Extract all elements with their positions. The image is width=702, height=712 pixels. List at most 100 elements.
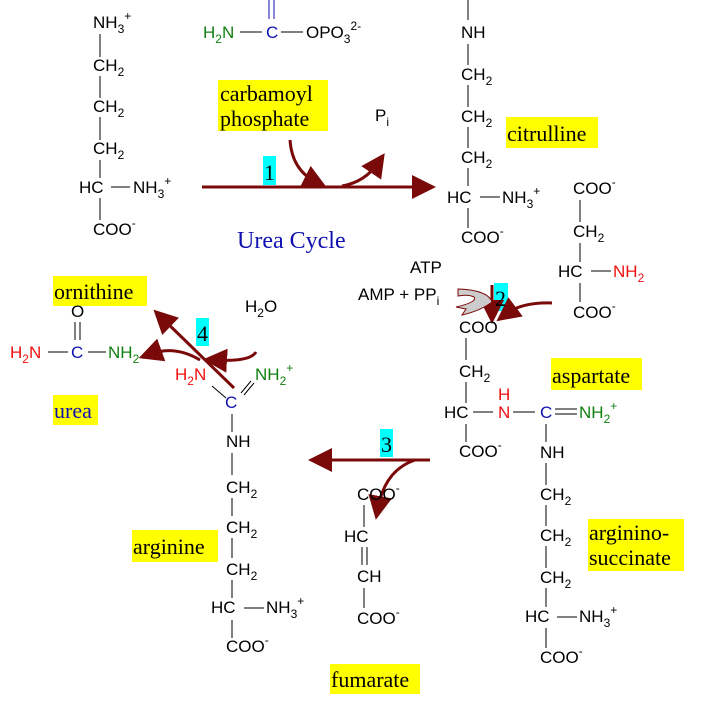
step-3-box: [380, 429, 393, 457]
chem-text: COO-: [573, 299, 616, 322]
aspartate-structure: COO- CH2 HC NH2 COO-: [558, 175, 645, 322]
chem-text: CH2: [540, 526, 572, 549]
chem-text: CH2: [461, 107, 493, 130]
chem-text: COO-: [461, 224, 504, 247]
carbamoyl-phosphate-highlight: [218, 80, 328, 131]
chem-text: H2N: [175, 365, 206, 388]
h2o-label: H2O: [245, 297, 277, 320]
carbamoyl-in-arrow: [288, 139, 327, 188]
chem-text: C: [225, 393, 237, 412]
fumarate-structure: COO- HC CH COO-: [344, 481, 400, 628]
chem-text: HC: [444, 403, 469, 422]
fumarate-out-arrow: [368, 458, 416, 520]
chem-text: COO-: [357, 481, 400, 504]
chem-text: HC: [211, 598, 236, 617]
citrulline-highlight: [506, 117, 598, 148]
chem-text: CH2: [540, 568, 572, 591]
chem-text: CH2: [93, 139, 125, 162]
chem-text: COO-: [573, 175, 616, 198]
fumarate-highlight: [330, 664, 420, 694]
citrulline-label: citrulline: [507, 121, 586, 146]
chem-text: NH2: [613, 262, 645, 285]
atp-label: ATP: [410, 258, 442, 277]
argininosuccinate-highlight: [588, 519, 684, 571]
chem-text: N: [498, 403, 510, 422]
chem-text: O: [71, 302, 84, 321]
chem-text: CH2: [461, 148, 493, 171]
chem-text: COO-: [226, 633, 269, 656]
chem-text: H2N: [10, 343, 41, 366]
chem-text: C: [266, 23, 278, 42]
citrulline-structure: NH CH2 CH2 CH2 HC NH3+ COO-: [447, 0, 540, 247]
urea-structure: O H2N C NH2: [10, 302, 140, 366]
carbamoyl-phosphate-structure: H2N C OPO32-: [203, 0, 361, 46]
chem-text: NH3+: [579, 603, 617, 630]
ornithine-highlight: [53, 276, 147, 306]
chem-text: COO-: [540, 644, 583, 667]
chem-text: HC: [558, 262, 583, 281]
chem-text: NH3+: [502, 184, 540, 211]
arginine-highlight: [132, 530, 218, 562]
arginino-label: arginino-: [589, 520, 669, 545]
chem-text: COO-: [93, 216, 136, 239]
urea-out-arrow: [138, 338, 201, 362]
chem-text: C: [71, 343, 83, 362]
ornithine-label: ornithine: [54, 279, 133, 304]
amp-ppi-label: AMP + PPi: [358, 285, 439, 308]
chem-text: HC: [344, 527, 369, 546]
succinate-label: succinate: [589, 545, 671, 570]
chem-text: CH2: [573, 222, 605, 245]
chem-text: CH2: [93, 97, 125, 120]
step-4-arrow: [153, 309, 236, 390]
chem-text: HC: [447, 188, 472, 207]
chem-text: OPO32-: [306, 19, 361, 46]
chem-text: CH2: [540, 485, 572, 508]
ornithine-structure: NH3+ CH2 CH2 CH2 HC NH3+ COO-: [79, 9, 171, 239]
step-4-box: [196, 318, 209, 346]
urea-label: urea: [54, 398, 92, 423]
chem-text: CH2: [459, 362, 491, 385]
chem-text: COO-: [357, 605, 400, 628]
carbamoyl-label: carbamoyl: [220, 81, 313, 106]
chem-text: NH3+: [266, 594, 304, 621]
chem-text: NH: [540, 443, 565, 462]
chem-text: NH: [461, 23, 486, 42]
urea-cycle-title: Urea Cycle: [237, 228, 346, 254]
chem-text: H2N: [203, 23, 234, 46]
arginine-label: arginine: [133, 534, 205, 559]
chem-text: HC: [79, 178, 104, 197]
chem-text: CH2: [226, 518, 258, 541]
chem-text: NH2+: [255, 361, 293, 388]
fumarate-label: fumarate: [331, 667, 409, 692]
reaction-arrows: [138, 139, 553, 520]
atp-out-arrow: [455, 288, 493, 316]
chem-text: NH2+: [579, 399, 617, 426]
chem-text: NH: [226, 432, 251, 451]
chem-text: COO: [459, 318, 498, 337]
arginine-structure: H2N NH2+ C NH CH2 CH2 CH2 HC NH3+ COO-: [175, 361, 304, 656]
chem-text: CH: [357, 567, 382, 586]
chem-text: HC: [525, 607, 550, 626]
aspartate-label: aspartate: [552, 363, 630, 388]
chem-text: NH3+: [93, 9, 131, 36]
step-1-box: [263, 156, 276, 185]
chem-text: CH2: [93, 56, 125, 79]
step-4: 4: [197, 321, 208, 346]
urea-highlight: [53, 395, 98, 425]
aspartate-highlight: [551, 358, 642, 390]
step-1: 1: [264, 160, 275, 185]
chem-text: NH3+: [133, 174, 171, 201]
chem-text: CH2: [226, 560, 258, 583]
argininosuccinate-structure: COO CH2 HC H N C NH2+ COO- NH CH2 CH2 CH…: [444, 318, 617, 667]
chem-text: CH2: [461, 65, 493, 88]
chem-text: H: [498, 385, 510, 404]
step-2: 2: [495, 286, 506, 311]
pi-out-arrow: [341, 153, 385, 188]
chem-text: C: [540, 403, 552, 422]
pi-label: Pi: [375, 106, 389, 129]
aspartate-in-arrow: [496, 297, 553, 322]
step-3: 3: [381, 432, 392, 457]
chem-text: COO-: [459, 438, 502, 461]
